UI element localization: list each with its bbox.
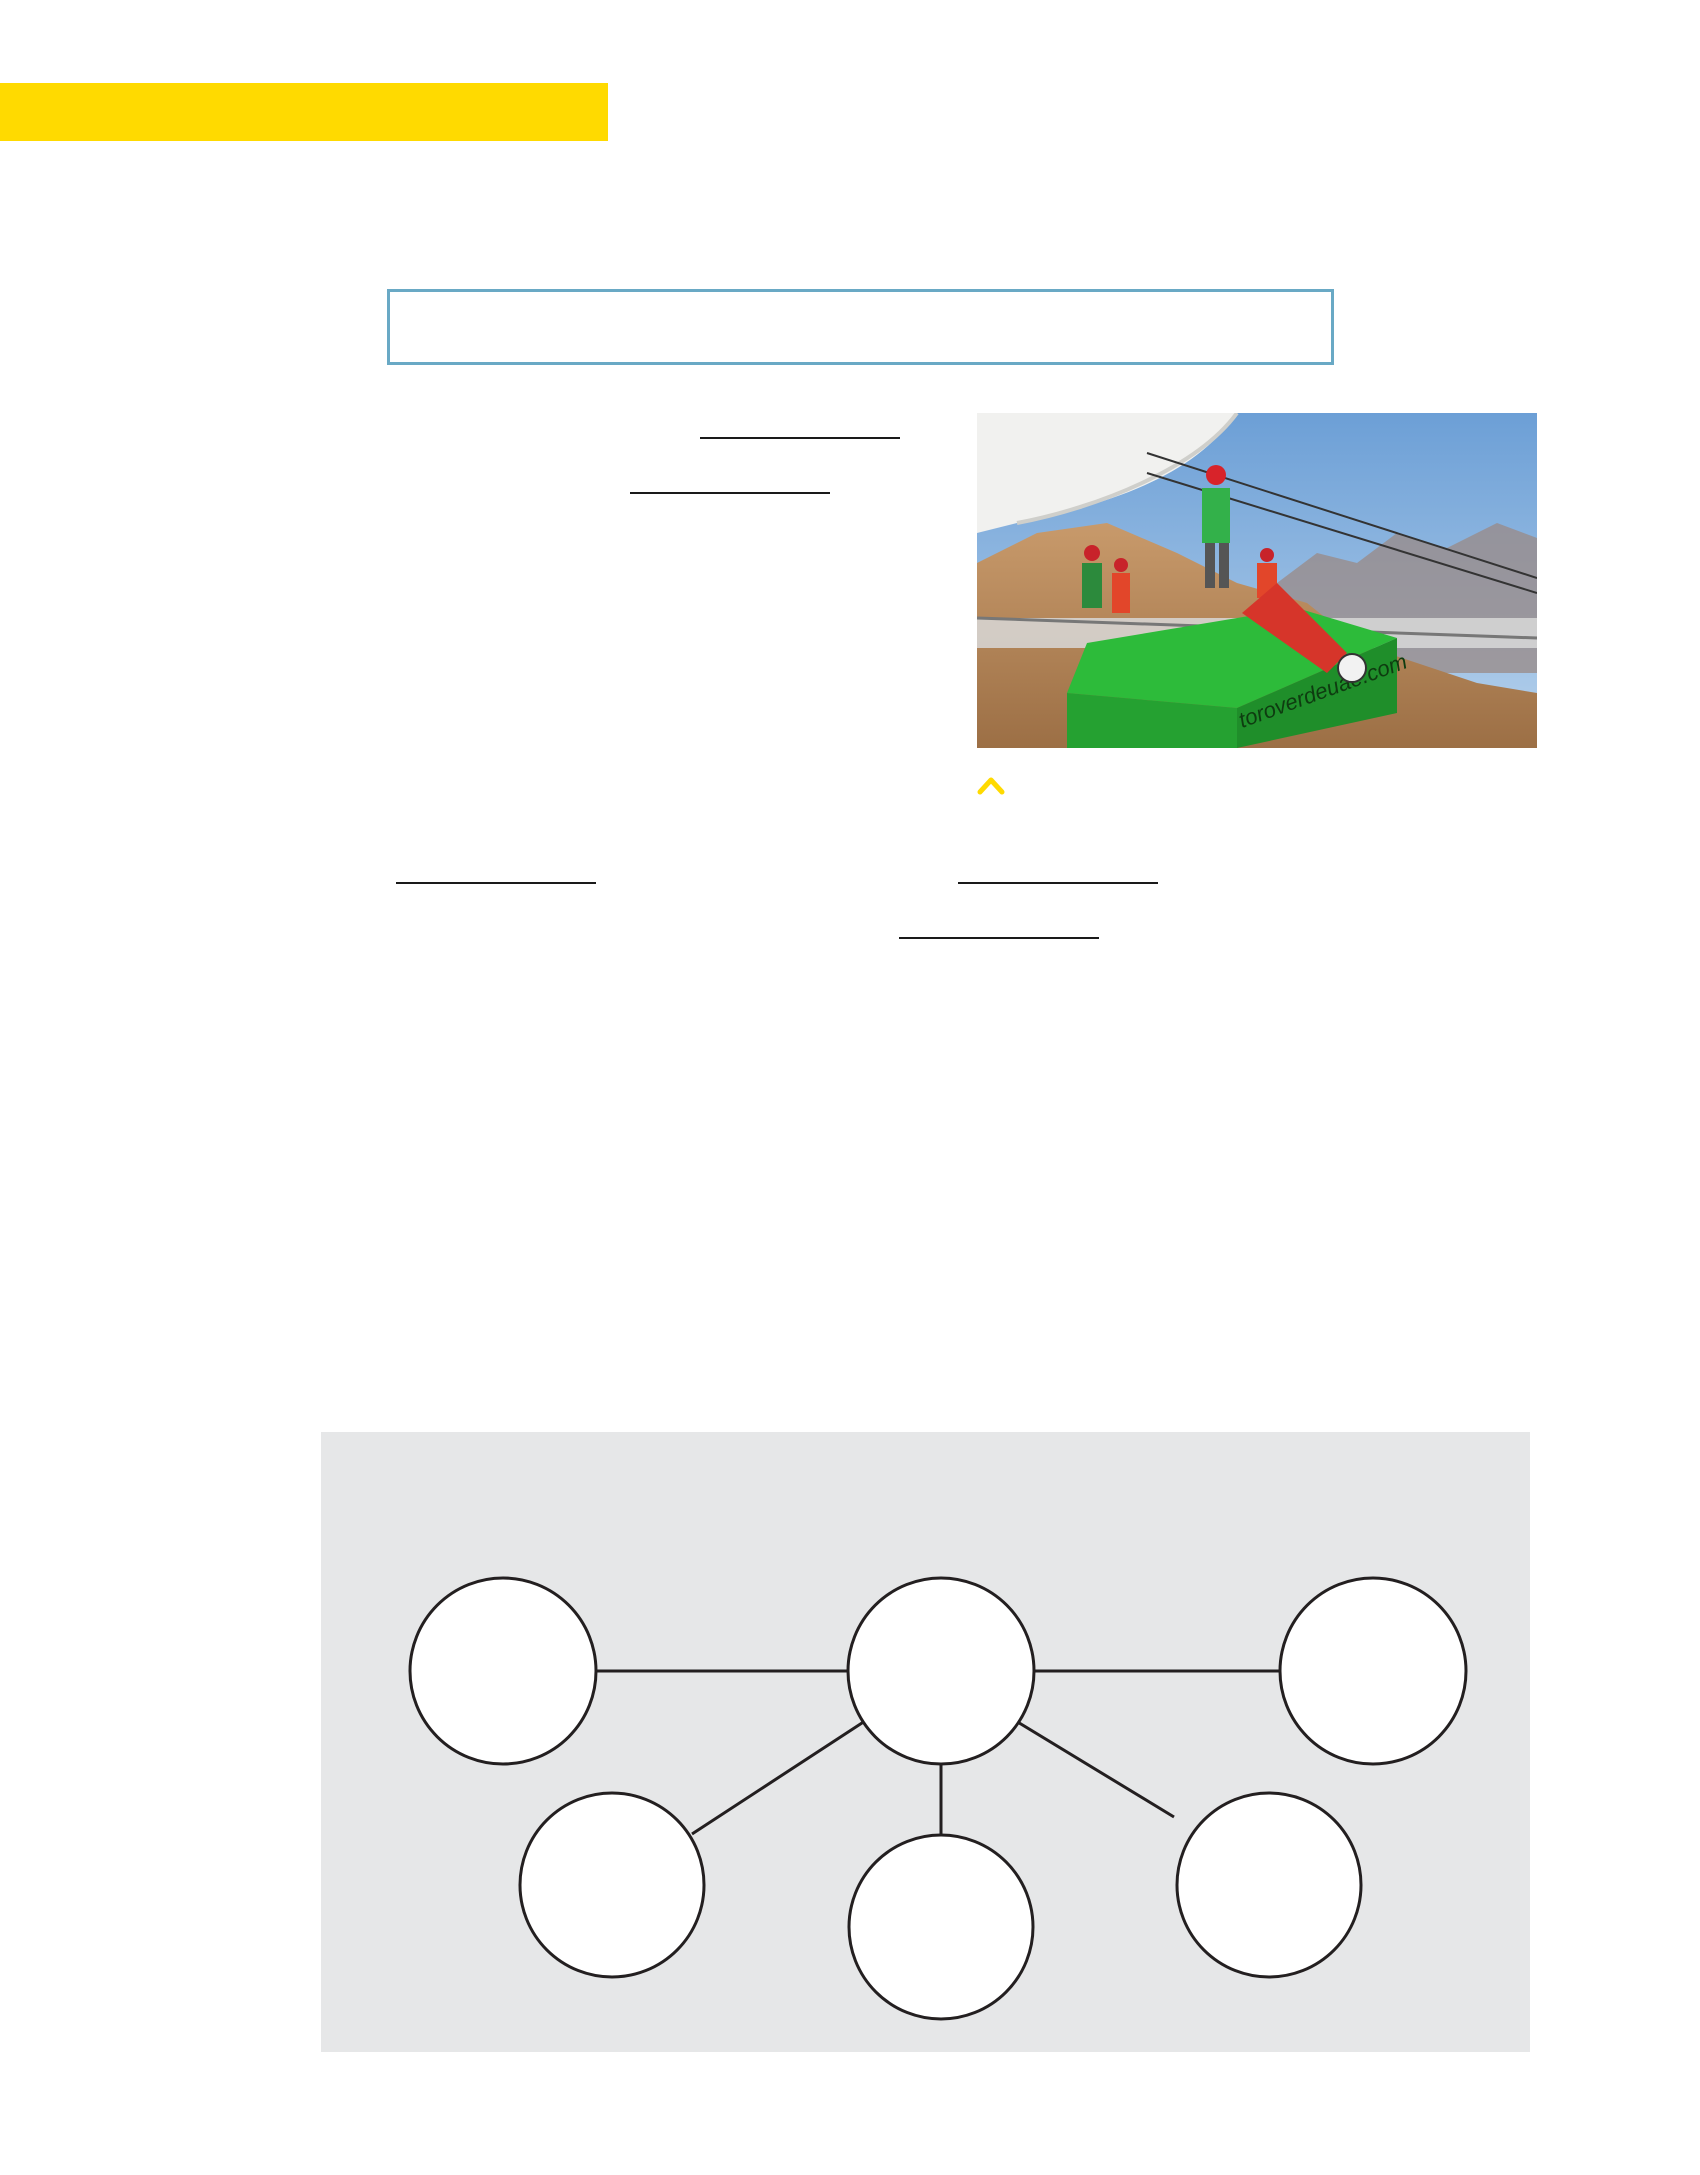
zipline-photo: toroverdeuae.com <box>977 413 1537 748</box>
answer-blank-3[interactable] <box>396 882 596 884</box>
answer-blank-2[interactable] <box>630 492 830 494</box>
word-bank-box <box>387 289 1334 365</box>
caret-up-icon <box>977 777 1005 795</box>
web-node-bottom-right <box>1175 1791 1363 1979</box>
section-header-bar <box>0 83 608 141</box>
answer-blank-4[interactable] <box>958 882 1158 884</box>
web-node-top-left <box>408 1576 598 1766</box>
web-node-bottom-left <box>518 1791 706 1979</box>
web-node-center <box>846 1576 1036 1766</box>
answer-blank-5[interactable] <box>899 937 1099 939</box>
concept-web-panel <box>321 1432 1530 2052</box>
answer-blank-1[interactable] <box>700 437 900 439</box>
web-node-bottom-center <box>847 1833 1035 2021</box>
web-node-top-right <box>1278 1576 1468 1766</box>
web-connector <box>1015 1719 1175 1819</box>
web-connector <box>691 1719 866 1836</box>
